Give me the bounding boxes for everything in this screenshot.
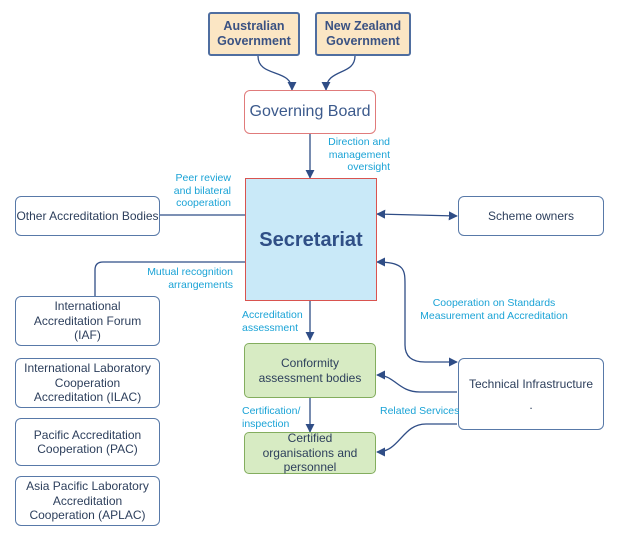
ilac-label: International Laboratory Cooperation Acc…: [24, 361, 151, 405]
arrow-au-to-board: [257, 55, 297, 91]
certified-organisations-label: Certified organisations and personnel: [262, 431, 358, 475]
arrow-secretariat-technical: [376, 257, 458, 367]
conformity-assessment-bodies-label: Conformity assessment bodies: [258, 356, 362, 385]
arrow-nz-to-board: [321, 55, 356, 91]
aplac-label: Asia Pacific Laboratory Accreditation Co…: [26, 479, 149, 523]
accreditation-assessment-label: Accreditation assessment: [242, 309, 303, 334]
certified-organisations-box: Certified organisations and personnel: [244, 431, 376, 475]
australian-government-label: Australian Government: [217, 19, 291, 48]
cooperation-standards-label: Cooperation on Standards Measurement and…: [420, 297, 568, 322]
certification-inspection-label: Certification/ inspection: [242, 405, 301, 430]
governing-board-label: Governing Board: [249, 103, 371, 121]
aplac-box: Asia Pacific Laboratory Accreditation Co…: [15, 476, 160, 526]
technical-infrastructure-box: Technical Infrastructure .: [458, 358, 604, 430]
new-zealand-government-box: New Zealand Government: [315, 12, 411, 56]
arrow-certified-technical: [376, 423, 457, 457]
arrow-cab-technical: [376, 370, 457, 393]
other-accreditation-bodies-label: Other Accreditation Bodies: [16, 208, 159, 223]
secretariat-box: Secretariat: [245, 178, 377, 301]
other-accreditation-bodies-box: Other Accreditation Bodies: [15, 196, 160, 236]
new-zealand-government-label: New Zealand Government: [324, 19, 402, 48]
conformity-assessment-bodies-box: Conformity assessment bodies: [244, 343, 376, 398]
iaf-box: International Accreditation Forum (IAF): [15, 296, 160, 346]
technical-infrastructure-mark: .: [529, 398, 533, 413]
arrow-secretariat-scheme-owners: [376, 209, 458, 221]
pac-box: Pacific Accreditation Cooperation (PAC): [15, 418, 160, 466]
pac-label: Pacific Accreditation Cooperation (PAC): [33, 427, 142, 456]
line-mutual-recognition: [94, 261, 245, 296]
technical-infrastructure-label: Technical Infrastructure: [468, 376, 594, 391]
ilac-box: International Laboratory Cooperation Acc…: [15, 358, 160, 408]
scheme-owners-label: Scheme owners: [487, 208, 575, 223]
related-services-label: Related Services: [380, 405, 460, 417]
australian-government-box: Australian Government: [208, 12, 300, 56]
scheme-owners-box: Scheme owners: [458, 196, 604, 236]
direction-oversight-label: Direction and management oversight: [328, 136, 390, 174]
iaf-label: International Accreditation Forum (IAF): [33, 299, 142, 343]
governing-board-box: Governing Board: [244, 90, 376, 134]
peer-review-label: Peer review and bilateral cooperation: [173, 172, 231, 210]
mutual-recognition-label: Mutual recognition arrangements: [147, 266, 233, 291]
secretariat-label: Secretariat: [259, 228, 363, 251]
